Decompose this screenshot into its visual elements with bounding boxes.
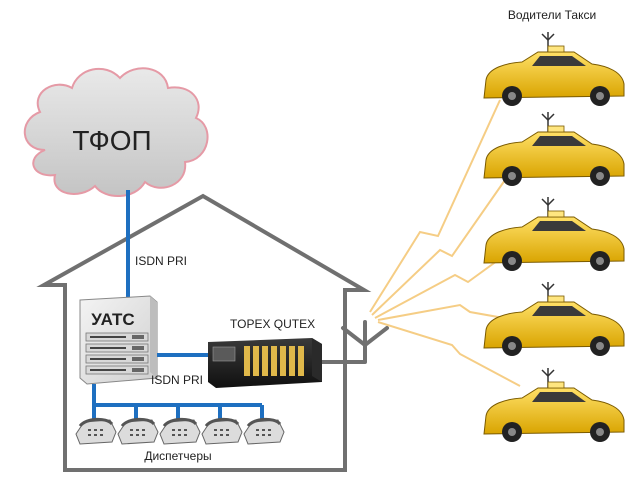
radio-signals (369, 99, 521, 387)
taxi-car-icon (483, 368, 625, 442)
taxi-drivers-label: Водители Такси (508, 8, 596, 22)
topex-qutex-gateway: TOPEX QUTEX (208, 317, 322, 388)
dispatchers-label: Диспетчеры (144, 449, 211, 463)
pbx-label: УАТС (91, 310, 134, 329)
phone-bus (92, 384, 264, 420)
pstn-cloud: ТФОП (23, 67, 209, 198)
phone-icon (201, 417, 243, 445)
phone-icon (243, 417, 285, 445)
taxi-car-icon (483, 197, 625, 271)
base-station-antenna-icon (341, 320, 389, 364)
gateway-label: TOPEX QUTEX (230, 317, 315, 331)
house-outline (36, 193, 372, 472)
taxi-car-icon (483, 112, 625, 186)
isdn-link-mid-label: ISDN PRI (151, 373, 203, 387)
cloud-label: ТФОП (72, 125, 151, 156)
phone-icon (75, 417, 117, 445)
isdn-link-top-label: ISDN PRI (135, 254, 187, 268)
phone-icon (159, 417, 201, 445)
taxi-car-icon (483, 32, 625, 106)
taxi-car-icon (483, 282, 625, 356)
pbx-cabinet: УАТС (79, 295, 158, 385)
phone-icon (117, 417, 159, 445)
